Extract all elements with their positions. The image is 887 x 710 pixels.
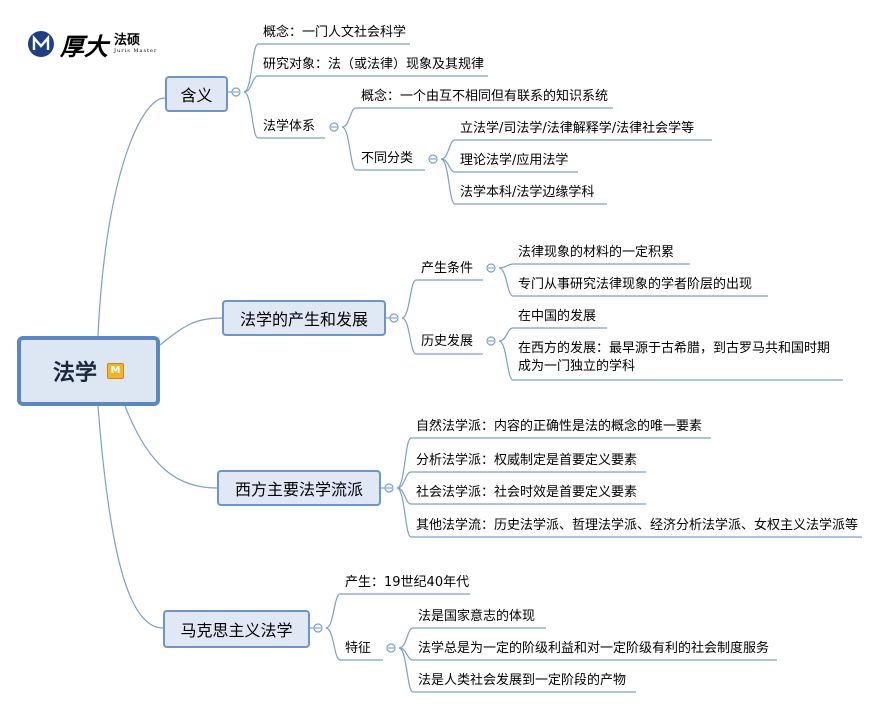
topic-b2-history-west-line2[interactable]: 成为一门独立的学科: [518, 359, 636, 374]
logo-fashuo: 法硕: [114, 33, 141, 48]
mindmap-marker-icon: M: [107, 363, 124, 379]
branch-node-meaning[interactable]: 含义: [165, 76, 228, 112]
topic-b4-feature-1[interactable]: 法是国家意志的体现: [418, 609, 536, 624]
branch-node-western-schools[interactable]: 西方主要法学流派: [217, 470, 381, 506]
branch-label: 含义: [180, 86, 213, 105]
edge-root-b3: [124, 405, 218, 489]
root-label: 法学: [52, 361, 97, 386]
topic-b2-history-china[interactable]: 在中国的发展: [518, 309, 597, 324]
branch-label: 马克思主义法学: [180, 621, 293, 640]
logo-name: 厚大: [60, 31, 108, 61]
topic-b4-features[interactable]: 特征: [345, 641, 372, 656]
edge-root-b4: [97, 405, 164, 629]
topic-b3-others[interactable]: 其他法学流：历史法学派、哲理法学派、经济分析法学派、女权主义法学派等: [416, 518, 859, 533]
topic-b1-system[interactable]: 法学体系: [263, 119, 316, 134]
topic-b4-feature-3[interactable]: 法是人类社会发展到一定阶段的产物: [418, 673, 627, 688]
edge-root-b2: [159, 317, 223, 346]
topic-b1-classification[interactable]: 不同分类: [361, 151, 414, 166]
topic-b2-conditions[interactable]: 产生条件: [421, 261, 474, 276]
branch-label: 西方主要法学流派: [234, 480, 363, 499]
topic-b2-condition-1[interactable]: 法律现象的材料的一定积累: [518, 245, 675, 260]
topic-b1-object[interactable]: 研究对象：法（或法律）现象及其规律: [263, 57, 485, 72]
root-node[interactable]: 法学 M: [17, 336, 160, 406]
branch-node-marxist-jurisprudence[interactable]: 马克思主义法学: [163, 610, 310, 648]
logo-english: Juris Master: [114, 48, 158, 54]
topic-b3-analytical[interactable]: 分析法学派：权威制定是首要定义要素: [416, 453, 638, 468]
topic-b3-sociological[interactable]: 社会法学派：社会时效是首要定义要素: [416, 485, 638, 500]
branch-node-origin-development[interactable]: 法学的产生和发展: [222, 300, 386, 336]
topic-b1-class-2[interactable]: 理论法学/应用法学: [460, 153, 569, 168]
branch-label: 法学的产生和发展: [239, 310, 368, 329]
logo-emblem-icon: [28, 31, 54, 57]
topic-b1-system-concept[interactable]: 概念：一个由互不相同但有联系的知识系统: [361, 89, 609, 104]
brand-logo: 厚大 法硕 Juris Master: [27, 28, 158, 61]
edge-root-b1: [97, 97, 166, 337]
topic-b4-feature-2[interactable]: 法学总是为一定的阶级利益和对一定阶级有利的社会制度服务: [418, 641, 770, 656]
topic-b3-natural-law[interactable]: 自然法学派：内容的正确性是法的概念的唯一要素: [416, 419, 703, 434]
topic-b4-origin[interactable]: 产生：19世纪40年代: [345, 575, 470, 590]
topic-b1-class-1[interactable]: 立法学/司法学/法律解释学/法律社会学等: [460, 121, 695, 136]
topic-b2-history-west-line1[interactable]: 在西方的发展：最早源于古希腊，到古罗马共和国时期: [518, 341, 831, 356]
topic-b1-class-3[interactable]: 法学本科/法学边缘学科: [460, 185, 595, 200]
topic-b1-concept[interactable]: 概念：一门人文社会科学: [263, 25, 407, 40]
topic-b2-history[interactable]: 历史发展: [421, 334, 474, 349]
topic-b2-condition-2[interactable]: 专门从事研究法律现象的学者阶层的出现: [518, 277, 753, 292]
